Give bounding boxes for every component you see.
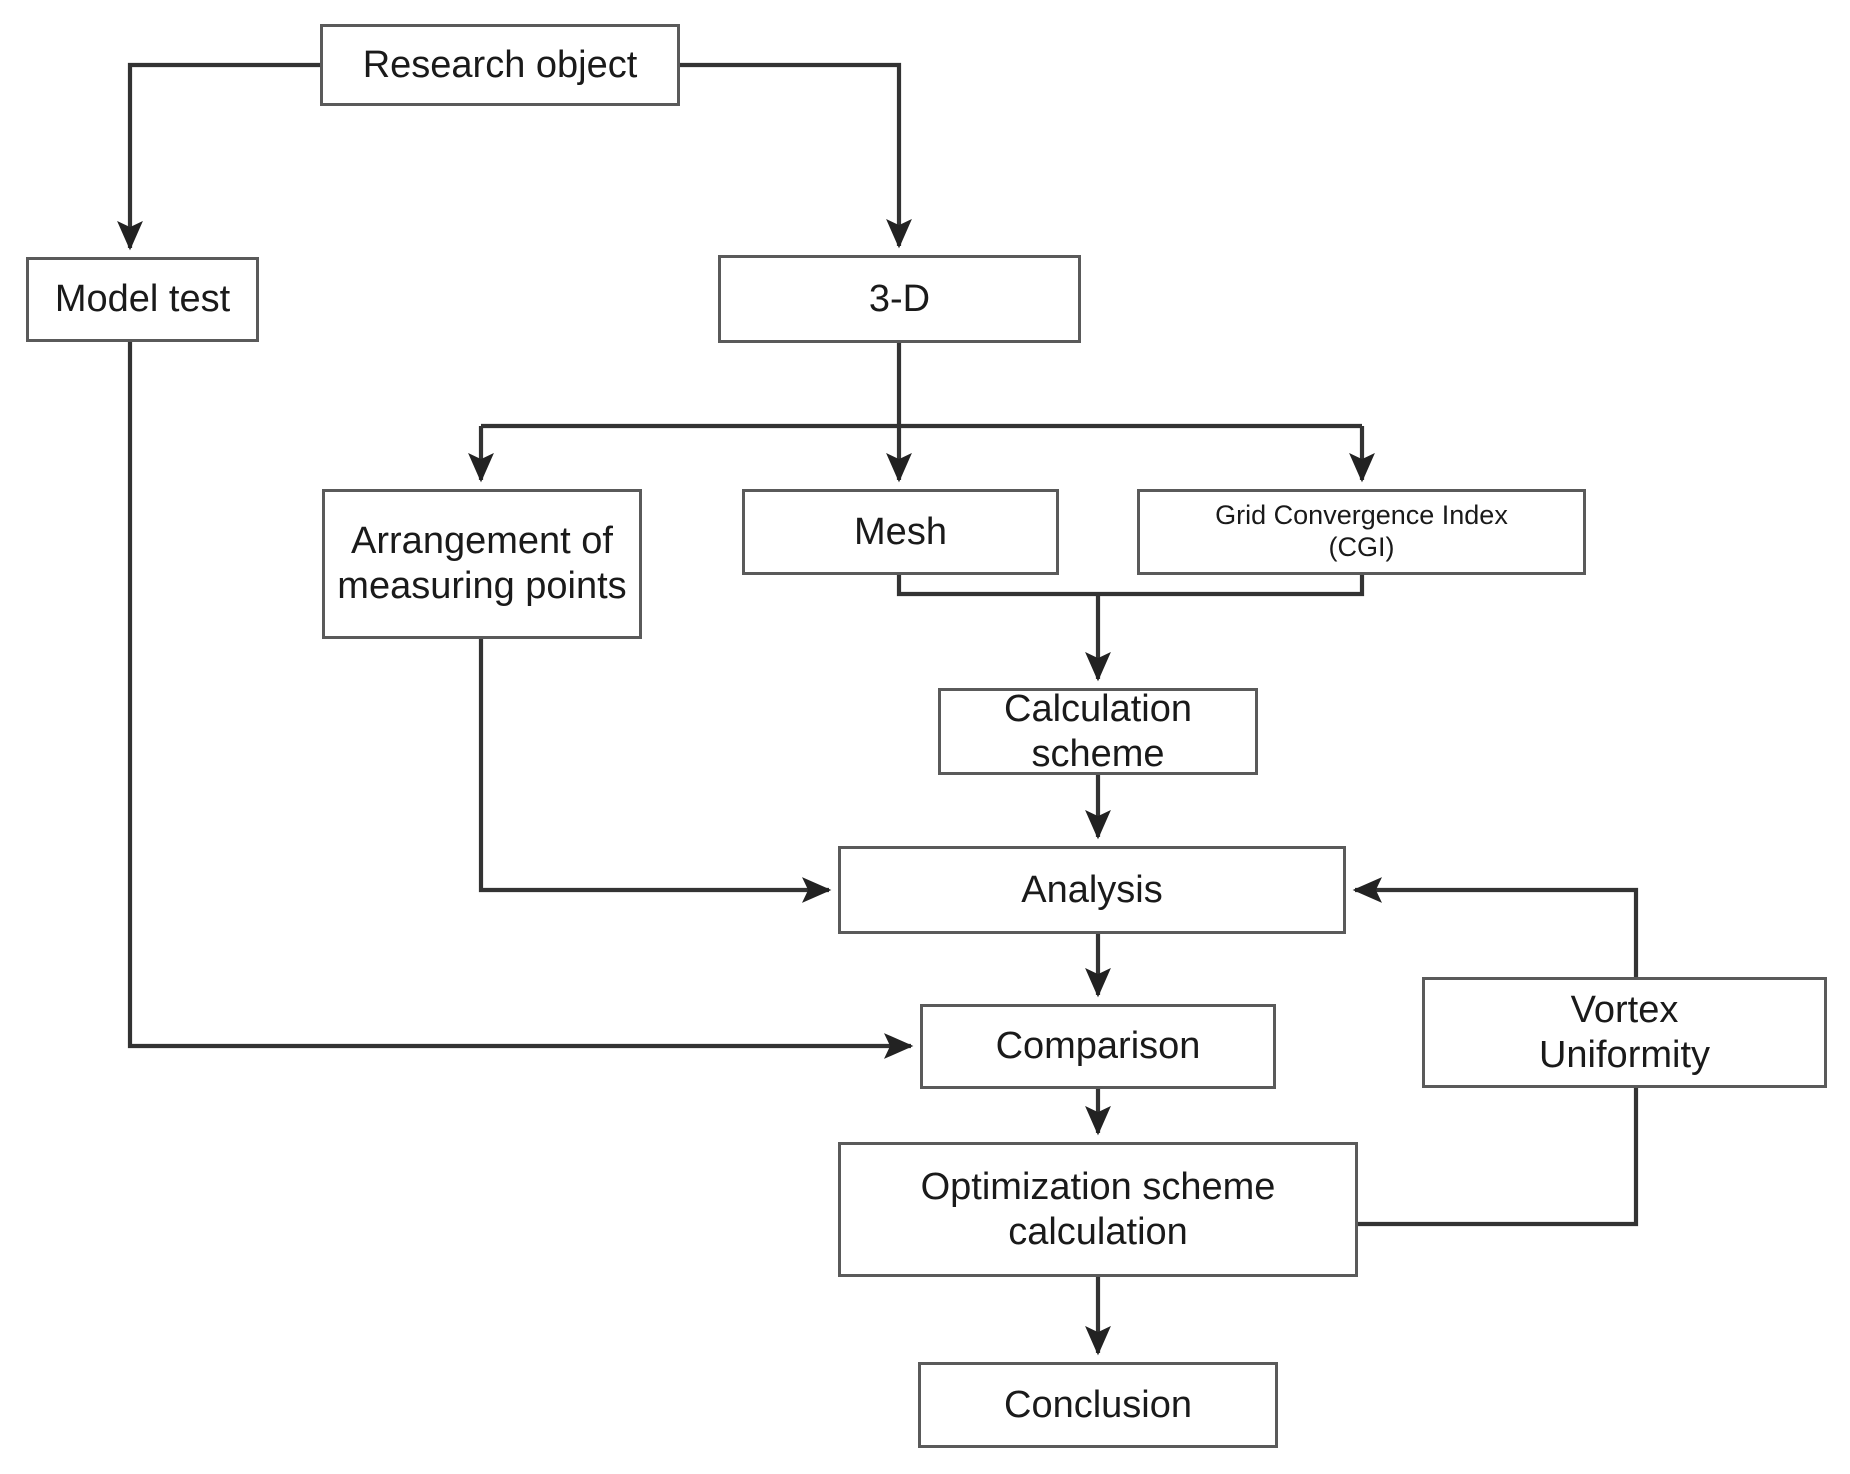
node-comparison[interactable]: Comparison: [920, 1004, 1276, 1089]
node-vortex-uniformity[interactable]: Vortex Uniformity: [1422, 977, 1827, 1088]
node-grid-convergence-index-label: Grid Convergence Index (CGI): [1215, 500, 1508, 562]
edge-research-object-to-model-test: [117, 62, 320, 251]
node-calculation-scheme-label: Calculation scheme: [1004, 687, 1192, 775]
edge-arrangement-to-analysis: [478, 639, 832, 903]
node-analysis[interactable]: Analysis: [838, 846, 1346, 934]
node-mesh[interactable]: Mesh: [742, 489, 1059, 575]
edge-mesh-to-merge-bus: [896, 575, 1098, 597]
edge-model-test-to-comparison: [127, 342, 914, 1059]
node-vortex-uniformity-label: Vortex Uniformity: [1538, 988, 1711, 1076]
node-mesh-label: Mesh: [854, 510, 947, 553]
node-conclusion-label: Conclusion: [1004, 1383, 1192, 1426]
node-research-object-label: Research object: [362, 43, 638, 86]
node-conclusion[interactable]: Conclusion: [918, 1362, 1278, 1448]
edge-optimization-to-vortex-column: [1358, 1088, 1639, 1227]
node-arrangement-of-measuring-points-label: Arrangement of measuring points: [337, 520, 627, 607]
node-three-d[interactable]: 3-D: [718, 255, 1081, 343]
node-arrangement-of-measuring-points[interactable]: Arrangement of measuring points: [322, 489, 642, 639]
edge-vortex-uniformity-to-analysis: [1352, 877, 1639, 977]
node-model-test-label: Model test: [54, 278, 231, 321]
edge-research-object-to-three-d: [680, 62, 912, 249]
node-grid-convergence-index[interactable]: Grid Convergence Index (CGI): [1137, 489, 1586, 575]
node-optimization-scheme-calculation-label: Optimization scheme calculation: [920, 1165, 1276, 1253]
node-analysis-label: Analysis: [1021, 868, 1163, 911]
node-three-d-label: 3-D: [868, 277, 931, 320]
edge-grid-convergence-index-to-merge-bus: [1098, 575, 1365, 597]
node-model-test[interactable]: Model test: [26, 257, 259, 342]
node-comparison-label: Comparison: [995, 1025, 1201, 1068]
node-optimization-scheme-calculation[interactable]: Optimization scheme calculation: [838, 1142, 1358, 1277]
node-research-object[interactable]: Research object: [320, 24, 680, 106]
node-calculation-scheme[interactable]: Calculation scheme: [938, 688, 1258, 775]
